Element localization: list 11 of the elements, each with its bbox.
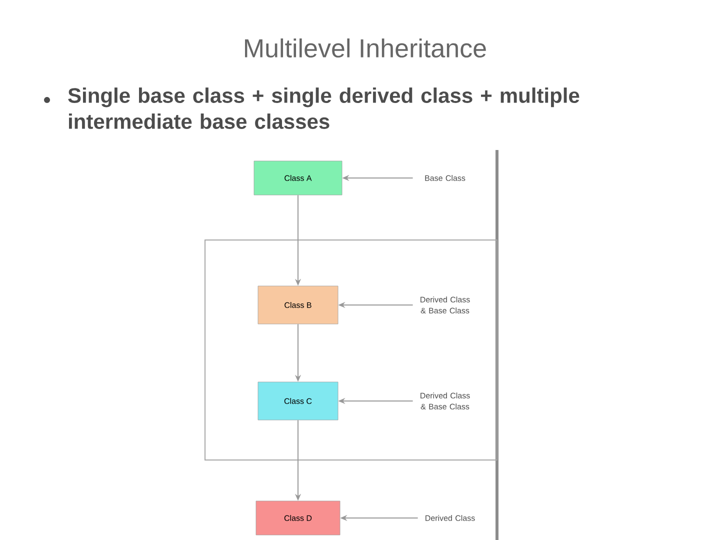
annotation-text: Derived Class & Base Class	[420, 392, 470, 410]
annotation-text: Derived Class	[426, 515, 475, 521]
class-box: Class D	[256, 500, 340, 536]
bullet-text: Single base class + single derived class + multiple intermediate base classes	[68, 88, 580, 129]
class-box: Class B	[258, 286, 338, 324]
class-box: Class C	[258, 382, 338, 420]
group-frame	[204, 240, 498, 460]
title: Multilevel Inheritance	[245, 38, 486, 58]
annotation-text: Base Class	[425, 175, 466, 181]
annotation-text: Derived Class & Base Class	[420, 296, 470, 314]
class-box: Class A	[254, 160, 342, 196]
